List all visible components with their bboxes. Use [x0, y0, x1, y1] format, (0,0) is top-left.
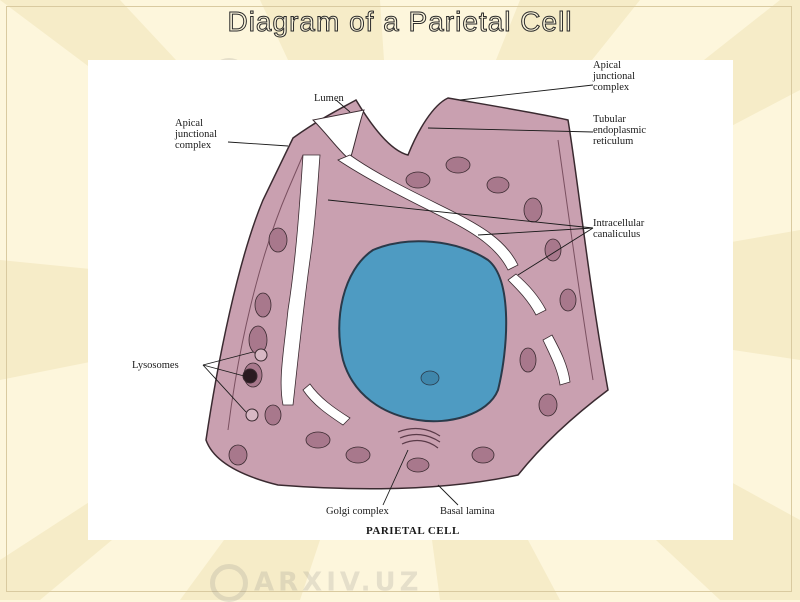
parietal-cell-figure: Lumen Apical junctional complex Apical j… [88, 60, 733, 540]
nucleus [338, 240, 508, 423]
label-golgi-complex: Golgi complex [326, 506, 389, 517]
label-lysosomes: Lysosomes [132, 360, 179, 371]
label-lumen: Lumen [314, 93, 344, 104]
leader-lines [202, 84, 594, 506]
label-apical-junctional-left: Apical junctional complex [175, 118, 217, 151]
label-basal-lamina: Basal lamina [440, 506, 495, 517]
canaliculus-folds [280, 154, 571, 426]
slide-title: Diagram of a Parietal Cell [227, 6, 573, 38]
label-intracellular-canaliculus: Intracellular canaliculus [593, 218, 645, 240]
cell-illustration [202, 84, 609, 506]
golgi-stacks [397, 427, 441, 449]
label-apical-junctional-right: Apical junctional complex [593, 60, 635, 93]
label-tubular-er: Tubular endoplasmic reticulum [593, 114, 647, 147]
figure-caption: PARIETAL CELL [366, 525, 460, 537]
nucleolus [420, 370, 440, 386]
watermark-bottom: ARXIV.UZ [210, 564, 422, 602]
slide-frame [6, 6, 792, 592]
